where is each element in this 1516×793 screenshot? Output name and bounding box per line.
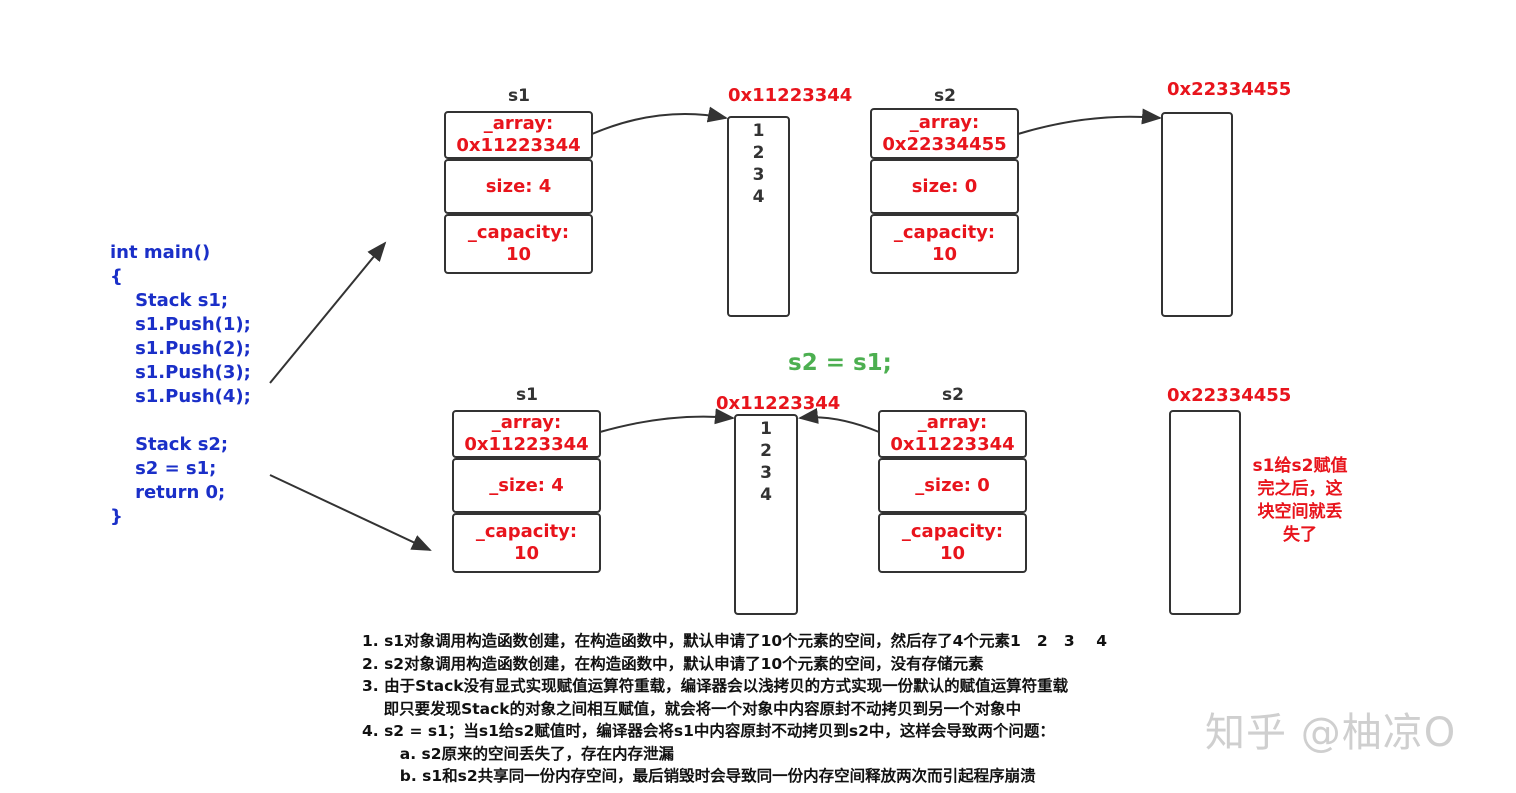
arrow-top-s2-array	[1017, 108, 1162, 135]
mem-value: 1	[752, 121, 765, 141]
note-line: 1. s1对象调用构造函数创建，在构造函数中，默认申请了10个元素的空间，然后存…	[362, 632, 1108, 650]
code-line: return 0;	[110, 482, 226, 503]
field-name: _capacity:	[901, 521, 1004, 542]
arrow-code-to-top	[269, 241, 387, 384]
field-name: _array:	[917, 412, 988, 433]
arrow-code-to-bottom	[269, 474, 432, 551]
top-s1-size-cell: size: 4	[444, 159, 593, 214]
field-value: 10	[939, 543, 966, 564]
field-name: _capacity:	[475, 521, 578, 542]
field-value: 0x22334455	[882, 133, 1007, 155]
watermark: 知乎 @柚凉O	[1205, 710, 1457, 756]
field-value: 0x11223344	[464, 434, 589, 455]
top-s2-label: s2	[934, 86, 956, 106]
code-line: Stack s1;	[110, 290, 229, 311]
top-mem2-block	[1161, 112, 1233, 317]
field-value: 10	[513, 543, 540, 564]
field-value: size: 0	[911, 175, 978, 197]
field-name: _capacity:	[893, 222, 996, 243]
field-value: size: 4	[485, 175, 552, 197]
top-mem1-block: 1 2 3 4	[727, 116, 790, 317]
field-name: _array:	[483, 113, 554, 134]
note-line: a. s2原来的空间丢失了，存在内存泄漏	[362, 744, 675, 763]
bottom-s1-array-cell: _array: 0x11223344	[452, 410, 601, 458]
bottom-s2-label: s2	[942, 385, 964, 405]
note-line: 4. s2 = s1；当s1给s2赋值时，编译器会将s1中内容原封不动拷贝到s2…	[362, 722, 1055, 740]
field-name: _array:	[491, 412, 562, 433]
mem-value: 2	[760, 441, 772, 461]
field-value: 0x11223344	[456, 135, 581, 156]
code-line: s1.Push(3);	[110, 362, 251, 383]
top-s2-size-cell: size: 0	[870, 159, 1019, 214]
top-s1-array-cell: _array: 0x11223344	[444, 111, 593, 159]
mem-value: 4	[760, 485, 772, 505]
field-value: _size: 0	[915, 474, 990, 496]
explanation-notes: 1. s1对象调用构造函数创建，在构造函数中，默认申请了10个元素的空间，然后存…	[362, 630, 1107, 788]
mem-value: 2	[752, 143, 765, 163]
field-value: 0x11223344	[890, 434, 1015, 455]
top-mem2-address: 0x22334455	[1167, 79, 1292, 100]
note-line: 3. 由于Stack没有显式实现赋值运算符重载，编译器会以浅拷贝的方式实现一份默…	[362, 677, 1069, 695]
bottom-s2-size-cell: _size: 0	[878, 458, 1027, 513]
bottom-s2-array-cell: _array: 0x11223344	[878, 410, 1027, 458]
arrow-top-s1-array	[591, 106, 728, 135]
bottom-mem-address: 0x11223344	[716, 393, 841, 414]
field-value: 10	[505, 244, 532, 265]
lost-space-note: s1给s2赋值完之后，这块空间就丢失了	[1252, 456, 1348, 545]
note-line: 即只要发现Stack的对象之间相互赋值，就会将一个对象中内容原封不动拷贝到另一个…	[362, 699, 1022, 718]
bottom-s1-label: s1	[516, 385, 538, 405]
code-line: s1.Push(4);	[110, 386, 251, 407]
code-line: s1.Push(2);	[110, 338, 251, 359]
top-s2-capacity-cell: _capacity: 10	[870, 214, 1019, 274]
assignment-label: s2 = s1;	[788, 350, 892, 376]
field-name: _capacity:	[467, 222, 570, 243]
code-line: {	[110, 266, 123, 287]
note-line: b. s1和s2共享同一份内存空间，最后销毁时会导致同一份内存空间释放两次而引起…	[362, 767, 1036, 785]
field-value: 10	[931, 244, 958, 265]
code-line	[110, 409, 251, 433]
code-line: int main()	[110, 242, 211, 263]
code-line: s1.Push(1);	[110, 314, 251, 335]
field-value: _size: 4	[489, 474, 564, 496]
code-line: }	[110, 506, 123, 527]
bottom-lost-block	[1169, 410, 1241, 615]
bottom-s1-capacity-cell: _capacity: 10	[452, 513, 601, 573]
arrow-bottom-s1-array	[599, 408, 735, 433]
top-s1-label: s1	[508, 86, 530, 106]
bottom-lost-address: 0x22334455	[1167, 385, 1292, 406]
top-mem1-address: 0x11223344	[728, 85, 853, 106]
field-name: _array:	[909, 111, 980, 133]
mem-value: 1	[760, 419, 772, 439]
bottom-mem-block: 1 2 3 4	[734, 414, 798, 615]
code-block: int main() { Stack s1; s1.Push(1); s1.Pu…	[110, 241, 251, 529]
bottom-s2-capacity-cell: _capacity: 10	[878, 513, 1027, 573]
code-line: Stack s2;	[110, 434, 229, 455]
bottom-s1-size-cell: _size: 4	[452, 458, 601, 513]
mem-value: 4	[752, 187, 765, 207]
code-line: s2 = s1;	[110, 458, 217, 479]
mem-value: 3	[760, 463, 772, 483]
top-s2-array-cell: _array: 0x22334455	[870, 108, 1019, 159]
top-s1-capacity-cell: _capacity: 10	[444, 214, 593, 274]
mem-value: 3	[752, 165, 765, 185]
arrow-bottom-s2-array	[798, 408, 880, 433]
note-line: 2. s2对象调用构造函数创建，在构造函数中，默认申请了10个元素的空间，没有存…	[362, 654, 984, 673]
